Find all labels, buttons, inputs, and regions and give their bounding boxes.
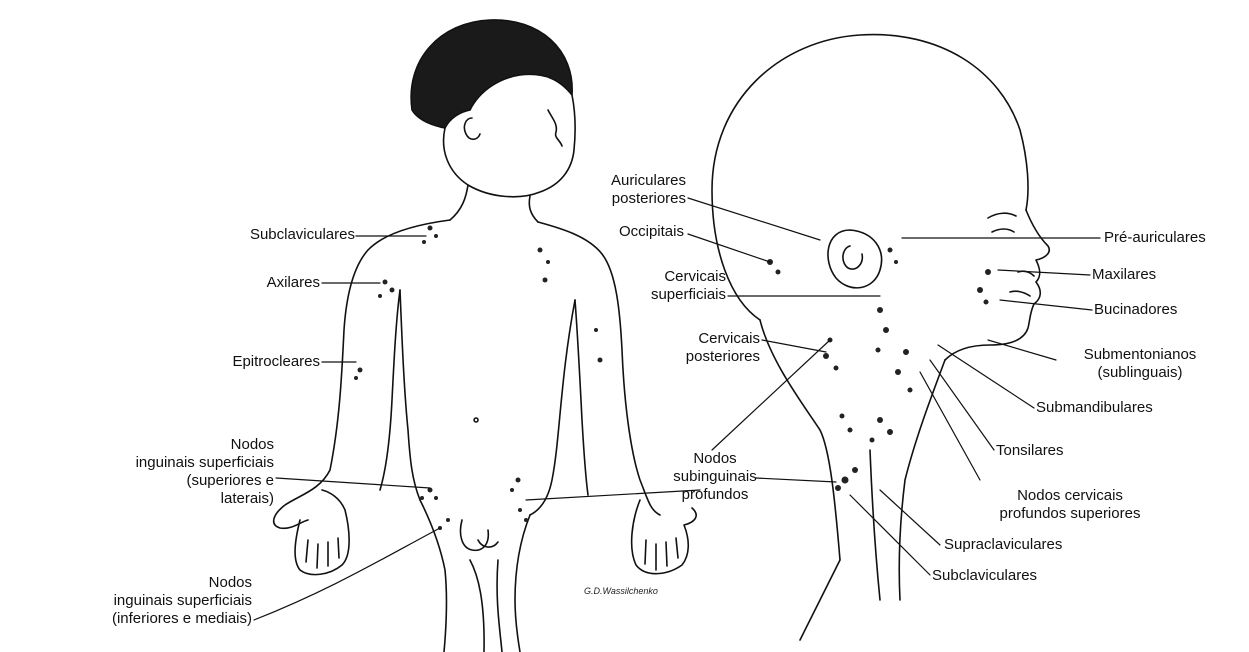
label-pre-auriculares: Pré-auriculares [1104, 229, 1249, 247]
leader-lines [254, 198, 1100, 620]
label-auriculares-posteriores: Auriculares posteriores [540, 172, 686, 208]
label-cervicais-posteriores: Cervicais posteriores [600, 330, 760, 366]
label-nodos-inguinais-inferiores: Nodos inguinais superficiais (inferiores… [20, 574, 252, 628]
label-tonsilares: Tonsilares [996, 442, 1146, 460]
label-submentonianos: Submentonianos (sublinguais) [1050, 346, 1230, 382]
label-nodos-cervicais-profundos: Nodos cervicais profundos superiores [970, 487, 1170, 523]
label-bucinadores: Bucinadores [1094, 301, 1234, 319]
label-subclaviculares: Subclaviculares [150, 226, 355, 244]
label-subclaviculares-head: Subclaviculares [932, 567, 1122, 585]
label-nodos-inguinais-superiores: Nodos inguinais superficiais (superiores… [20, 436, 274, 508]
label-submandibulares: Submandibulares [1036, 399, 1226, 417]
label-maxilares: Maxilares [1092, 266, 1232, 284]
label-nodos-subinguinais: Nodos subinguinais profundos [650, 450, 780, 504]
label-cervicais-superficiais: Cervicais superficiais [560, 268, 726, 304]
label-supraclaviculares: Supraclaviculares [944, 536, 1134, 554]
label-axilares: Axilares [190, 274, 320, 292]
label-occipitais: Occipitais [560, 223, 684, 241]
illustrator-signature: G.D.Wassilchenko [584, 586, 658, 596]
label-epitrocleares: Epitrocleares [170, 353, 320, 371]
